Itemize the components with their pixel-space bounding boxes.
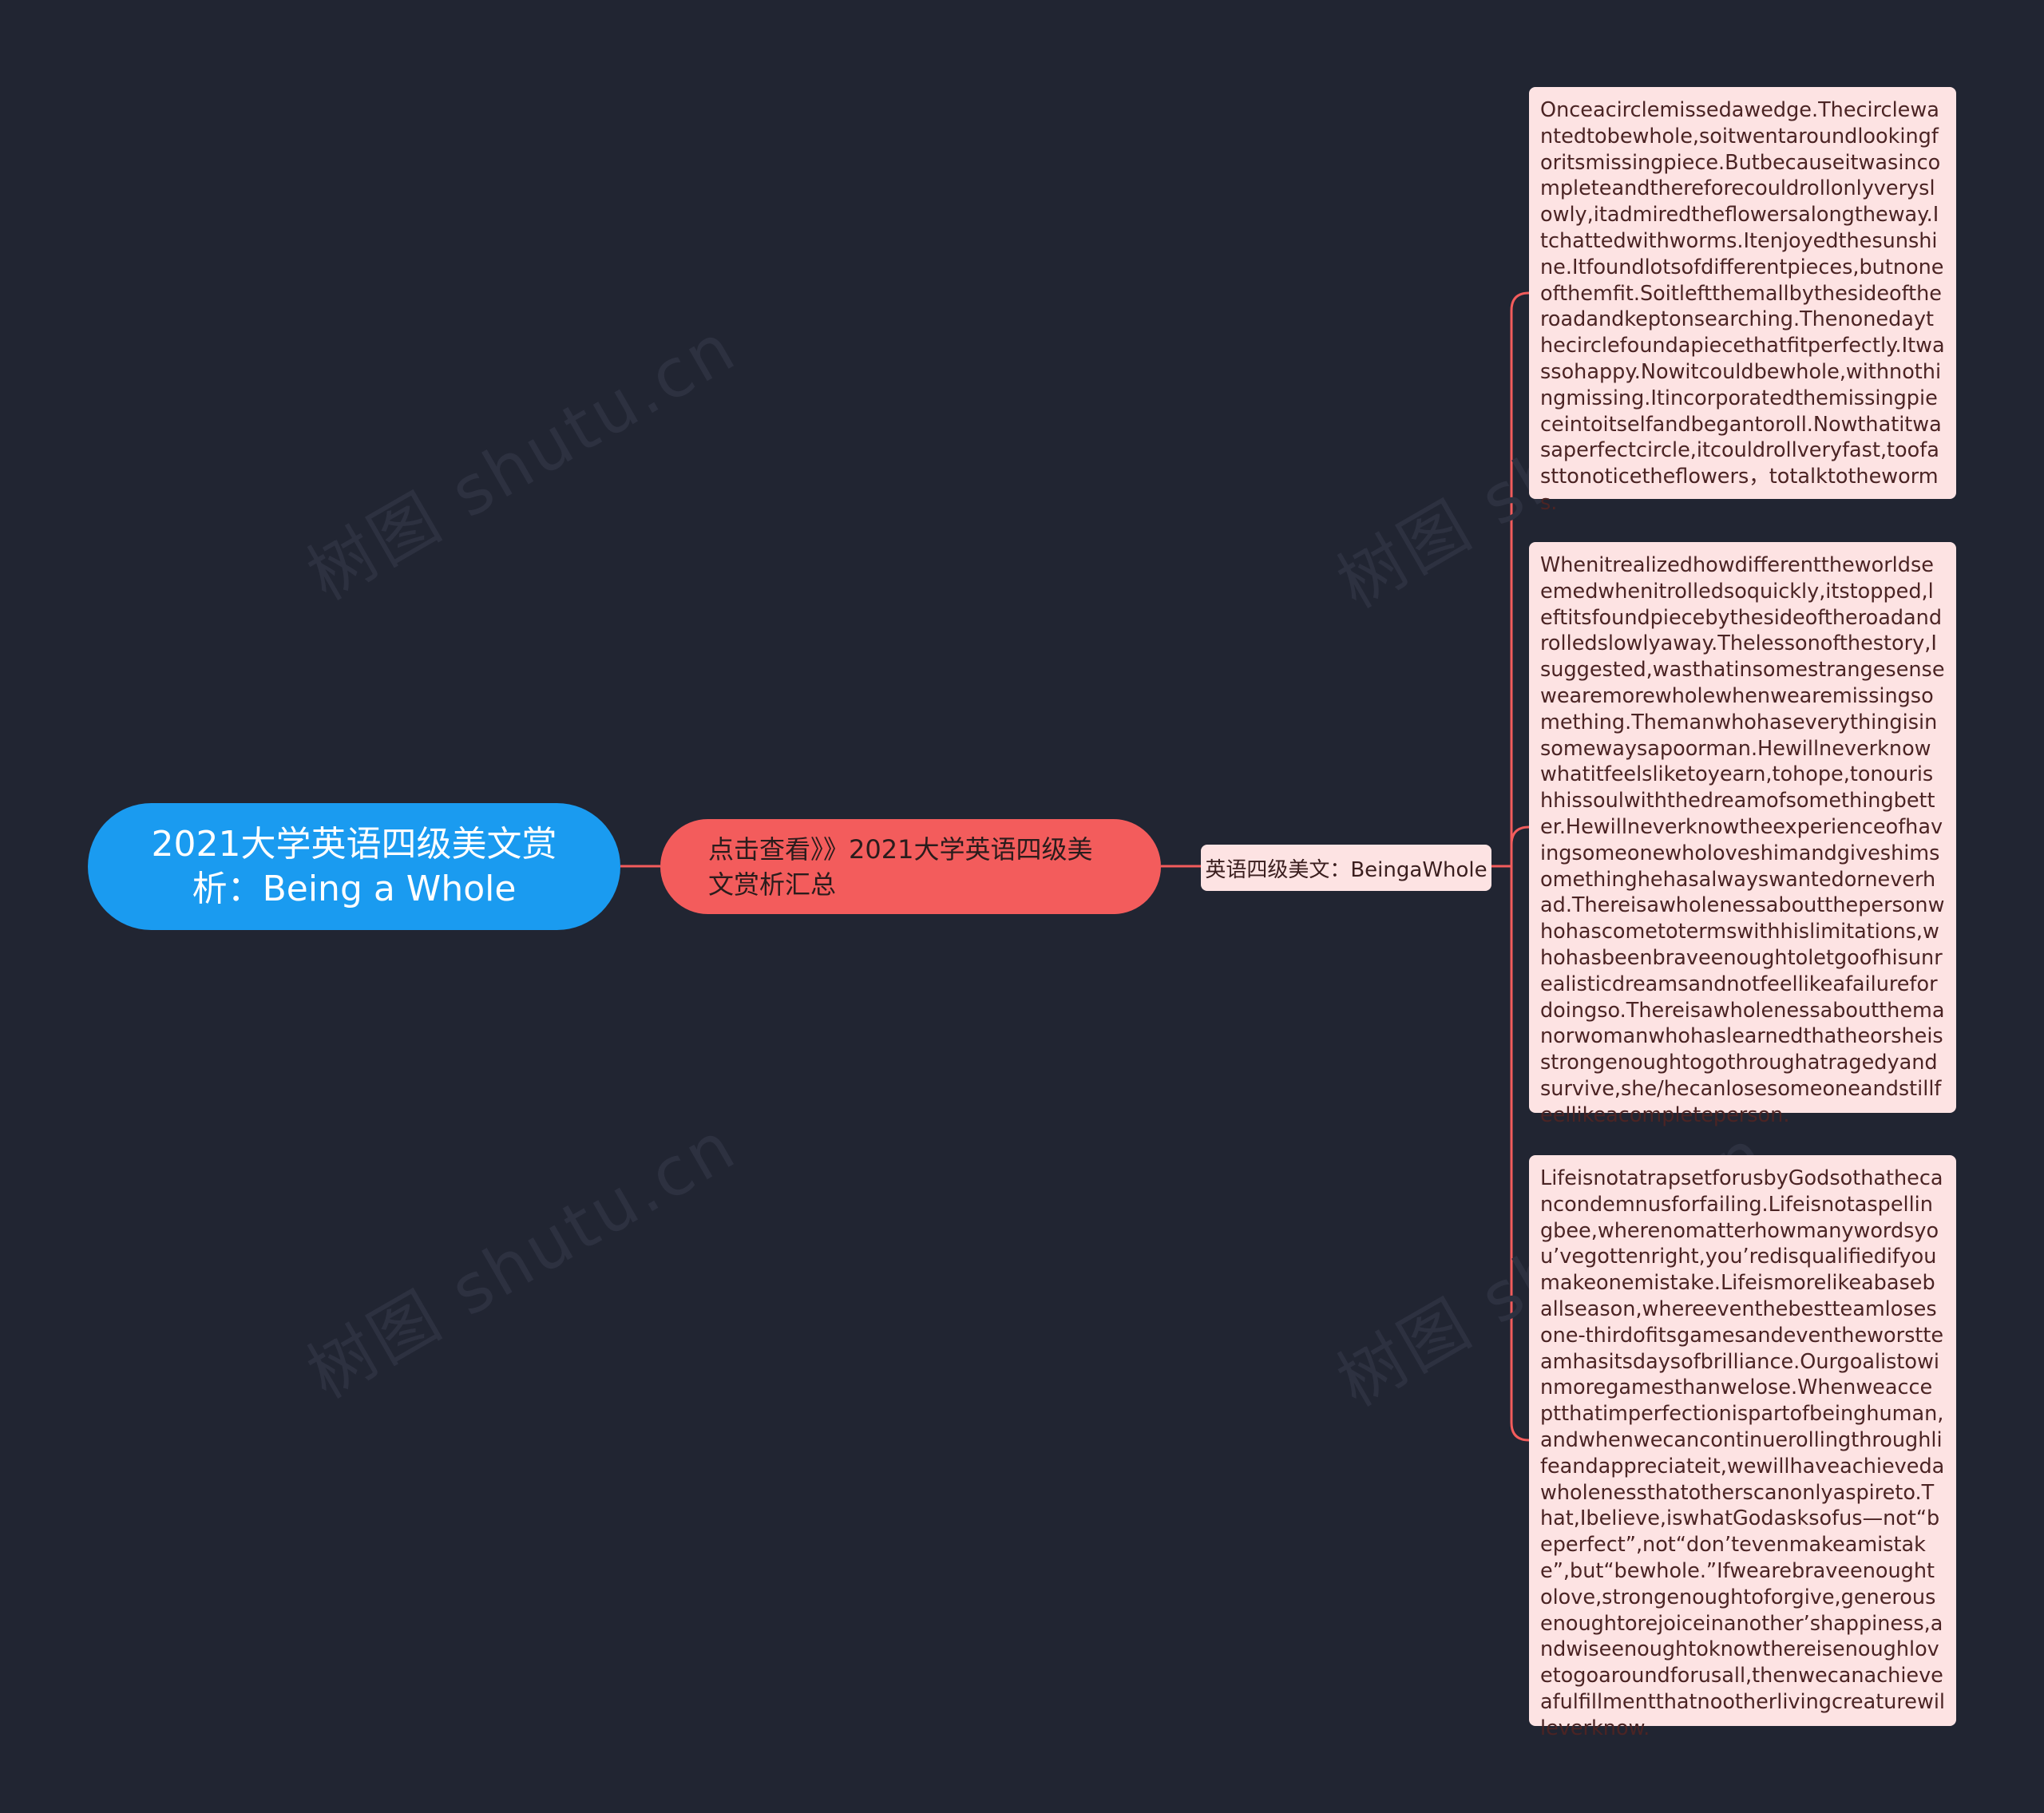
summary-link-node[interactable]: 点击查看》》2021大学英语四级美文赏析汇总 [660, 819, 1161, 914]
leaf-text-2: Whenitrealizedhowdifferenttheworldseemed… [1540, 553, 1945, 1127]
root-topic-label: 2021大学英语四级美文赏析：Being a Whole [151, 823, 557, 909]
leaf-text-1: Onceacirclemissedawedge.Thecirclewantedt… [1540, 98, 1945, 515]
connector-trunk [1510, 291, 1530, 1442]
subtopic-node[interactable]: 英语四级美文：BeingaWhole [1201, 845, 1491, 891]
leaf-text-node-2[interactable]: Whenitrealizedhowdifferenttheworldseemed… [1529, 542, 1956, 1127]
subtopic-label: 英语四级美文：BeingaWhole [1205, 857, 1487, 882]
leaf-text-node-3[interactable]: LifeisnotatrapsetforusbyGodsothathecanco… [1529, 1155, 1956, 1740]
root-topic-node[interactable]: 2021大学英语四级美文赏析：Being a Whole [88, 803, 620, 930]
leaf-text-node-1[interactable]: Onceacirclemissedawedge.Thecirclewantedt… [1529, 87, 1956, 515]
connector-leaf-2 [1510, 825, 1530, 845]
leaf-text-3: LifeisnotatrapsetforusbyGodsothathecanco… [1540, 1166, 1945, 1740]
summary-link-label: 点击查看》》2021大学英语四级美文赏析汇总 [708, 833, 1093, 900]
